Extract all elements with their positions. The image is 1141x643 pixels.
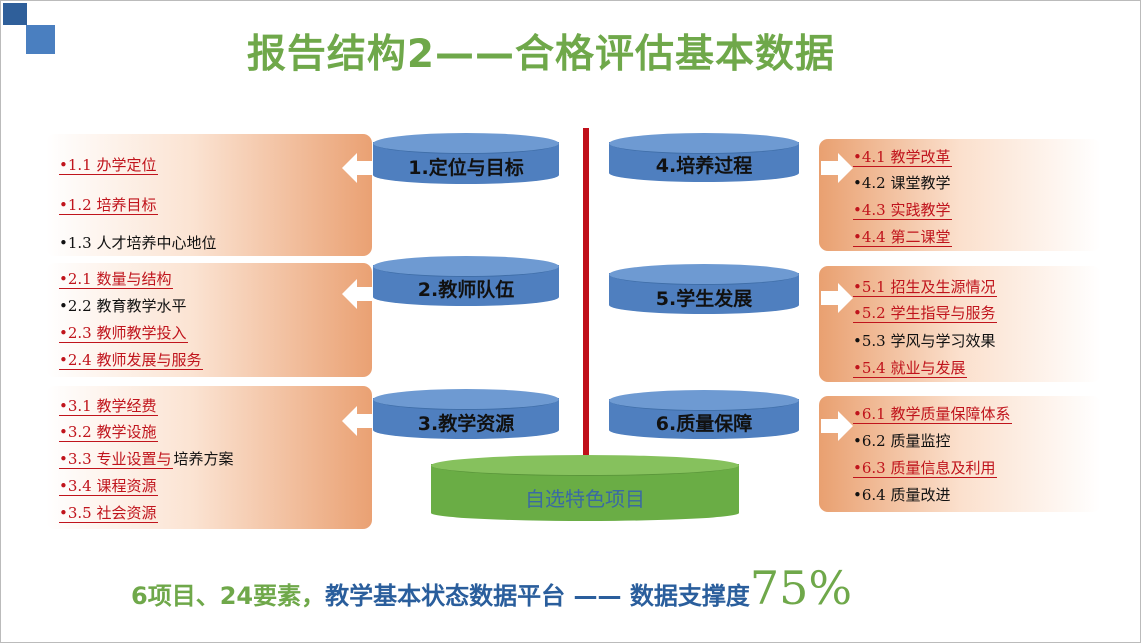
cylinder-quality: 6.质量保障: [609, 390, 799, 439]
indicator-label: •3.1 教学经费: [59, 397, 159, 416]
cylinder-label: 6.质量保障: [655, 413, 753, 435]
indicator-item: •4.3 实践教学: [853, 199, 953, 220]
indicator-label: •5.2 学生指导与服务: [853, 304, 998, 323]
cylinder-resources: 3.教学资源: [373, 389, 559, 439]
slide-title: 报告结构2——合格评估基本数据: [246, 32, 836, 77]
indicator-item: •6.3 质量信息及利用: [853, 457, 998, 478]
indicator-label: •6.2 质量监控: [853, 432, 951, 450]
featured-project-cylinder: 自选特色项目: [431, 455, 739, 521]
indicator-label: •4.1 教学改革: [853, 148, 953, 167]
featured-project-label: 自选特色项目: [525, 487, 645, 511]
logo-square-light: [26, 25, 55, 54]
cylinder-positioning: 1.定位与目标: [373, 133, 559, 184]
indicator-label: •4.3 实践教学: [853, 201, 953, 220]
cylinder-label: 3.教学资源: [417, 413, 515, 435]
indicator-label: •6.1 教学质量保障体系: [853, 405, 1013, 424]
arrow-left-icon: [342, 279, 374, 309]
indicator-label: •3.4 课程资源: [59, 477, 159, 496]
footer-counts: 6项目、24要素，: [131, 582, 326, 610]
divider-line: [583, 128, 589, 461]
indicator-label: •2.1 数量与结构: [59, 270, 174, 289]
indicator-item: •4.4 第二课堂: [853, 226, 953, 247]
indicator-item: •1.3 人才培养中心地位: [59, 232, 218, 253]
cylinder-label: 4.培养过程: [655, 155, 753, 177]
indicator-label: •6.3 质量信息及利用: [853, 459, 998, 478]
indicator-label: •4.4 第二课堂: [853, 228, 953, 247]
indicator-item: •5.4 就业与发展: [853, 357, 968, 378]
cylinder-label: 2.教师队伍: [417, 279, 515, 301]
indicator-label: •5.3 学风与学习效果: [853, 332, 996, 350]
indicator-label: •3.5 社会资源: [59, 504, 159, 523]
indicator-label: •1.1 办学定位: [59, 156, 159, 175]
cylinder-label: 1.定位与目标: [408, 157, 524, 179]
indicator-panel-2: [46, 263, 372, 377]
footer-percent: 75%: [749, 561, 853, 615]
indicator-label: •6.4 质量改进: [853, 486, 951, 504]
logo-square-dark: [3, 3, 27, 25]
footer-summary: 6项目、24要素，教学基本状态数据平台 —— 数据支撑度75%: [131, 561, 852, 615]
cylinder-faculty: 2.教师队伍: [373, 256, 559, 306]
indicator-item: •3.4 课程资源: [59, 475, 159, 496]
indicator-item: •4.1 教学改革: [853, 146, 953, 167]
indicator-label: •1.2 培养目标: [59, 196, 159, 215]
indicator-label: •4.2 课堂教学: [853, 174, 951, 192]
indicator-item: •3.1 教学经费: [59, 395, 159, 416]
indicator-item: •2.1 数量与结构: [59, 268, 174, 289]
cylinder-training: 4.培养过程: [609, 133, 799, 182]
indicator-panel-1: [46, 134, 372, 256]
indicator-item: •1.2 培养目标: [59, 194, 159, 215]
indicator-item: •6.1 教学质量保障体系: [853, 403, 1013, 424]
arrow-right-icon: [821, 153, 853, 183]
indicator-item: •3.5 社会资源: [59, 502, 159, 523]
indicator-label: •1.3 人才培养中心地位: [59, 234, 217, 252]
indicator-label: •3.2 教学设施: [59, 423, 159, 442]
cylinder-label: 5.学生发展: [655, 288, 753, 310]
indicator-item: •4.2 课堂教学: [853, 172, 952, 193]
indicator-label: •5.1 招生及生源情况: [853, 278, 998, 297]
cylinder-students: 5.学生发展: [609, 264, 799, 314]
indicator-panel-6: [819, 396, 1101, 512]
indicator-suffix: 培养方案: [173, 450, 234, 468]
indicator-item: •2.3 教师教学投入: [59, 322, 189, 343]
arrow-right-icon: [821, 411, 853, 441]
indicator-item: •1.1 办学定位: [59, 154, 159, 175]
indicator-item: •3.3 专业设置与培养方案: [59, 448, 234, 469]
indicator-item: •6.2 质量监控: [853, 430, 952, 451]
indicator-item: •2.2 教育教学水平: [59, 295, 188, 316]
indicator-panel-3: [46, 386, 372, 529]
indicator-item: •5.3 学风与学习效果: [853, 330, 997, 351]
indicator-item: •5.2 学生指导与服务: [853, 302, 998, 323]
arrow-right-icon: [821, 283, 853, 313]
indicator-item: •3.2 教学设施: [59, 421, 159, 442]
indicator-label: •2.4 教师发展与服务: [59, 351, 204, 370]
indicator-panel-4: [819, 139, 1101, 251]
footer-platform: 教学基本状态数据平台 —— 数据支撑度: [325, 582, 750, 610]
indicator-panel-5: [819, 266, 1101, 382]
indicator-label: •5.4 就业与发展: [853, 359, 968, 378]
indicator-item: •2.4 教师发展与服务: [59, 349, 204, 370]
indicator-item: •6.4 质量改进: [853, 484, 952, 505]
indicator-label: •2.3 教师教学投入: [59, 324, 189, 343]
arrow-left-icon: [342, 406, 374, 436]
indicator-label: •3.3 专业设置与: [59, 450, 174, 469]
arrow-left-icon: [342, 153, 374, 183]
indicator-label: •2.2 教育教学水平: [59, 297, 187, 315]
indicator-item: •5.1 招生及生源情况: [853, 276, 998, 297]
